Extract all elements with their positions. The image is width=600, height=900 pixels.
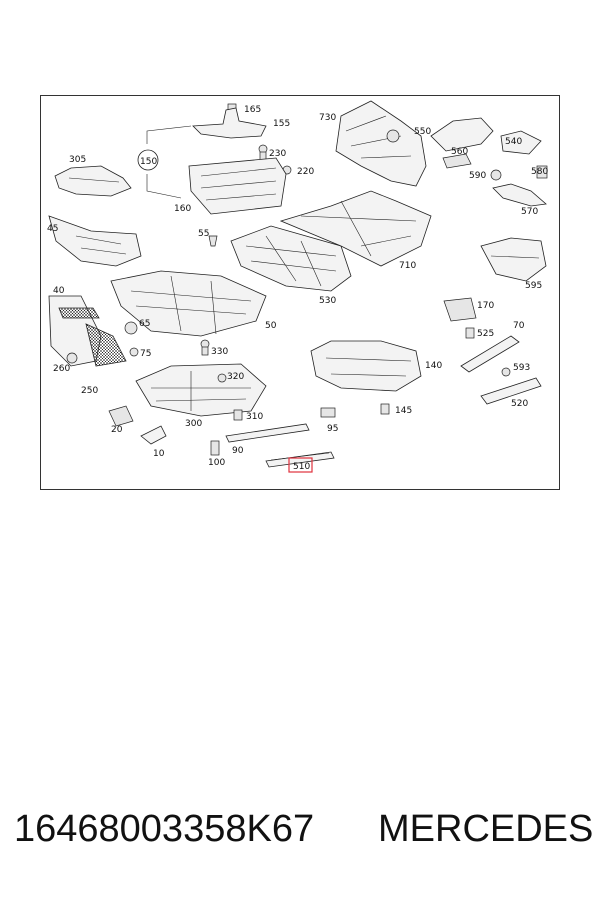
label-75: 75	[140, 349, 151, 359]
part-550-540	[430, 117, 548, 207]
part-20-10	[108, 405, 167, 445]
label-230: 230	[269, 149, 286, 159]
label-55: 55	[198, 229, 209, 239]
part-70	[460, 335, 520, 373]
part-100-90	[210, 423, 310, 456]
part-730	[335, 100, 427, 187]
product-caption: 16468003358K67 MERCEDES	[0, 808, 600, 858]
label-710: 710	[399, 261, 416, 271]
label-570: 570	[521, 207, 538, 217]
part-595	[480, 237, 547, 282]
part-40-250-260	[48, 295, 139, 367]
part-number: 16468003358K67	[14, 808, 315, 850]
label-70: 70	[513, 321, 525, 331]
label-65: 65	[139, 319, 150, 329]
label-50: 50	[265, 321, 277, 331]
part-170-525	[443, 297, 477, 339]
label-250: 250	[81, 386, 98, 396]
label-150: 150	[140, 157, 157, 167]
label-595: 595	[525, 281, 542, 291]
part-510	[265, 451, 335, 468]
label-550: 550	[414, 127, 431, 137]
part-330	[200, 339, 210, 356]
label-10: 10	[153, 449, 165, 459]
label-730: 730	[319, 113, 336, 123]
part-305	[54, 165, 132, 197]
label-560: 560	[451, 147, 468, 157]
label-145: 145	[395, 406, 412, 416]
part-710	[279, 190, 432, 267]
label-590: 590	[469, 171, 486, 181]
label-220: 220	[297, 167, 314, 177]
label-100: 100	[208, 458, 225, 468]
label-160: 160	[174, 204, 191, 214]
small-clips	[233, 403, 390, 421]
part-45	[48, 215, 142, 267]
label-305: 305	[69, 155, 86, 165]
label-90: 90	[232, 446, 244, 456]
part-300	[135, 363, 267, 417]
label-540: 540	[505, 137, 522, 147]
label-140: 140	[425, 361, 442, 371]
label-155: 155	[273, 119, 290, 129]
label-40: 40	[53, 286, 65, 296]
label-530: 530	[319, 296, 336, 306]
label-45: 45	[47, 224, 58, 234]
highlight-box-510	[288, 457, 313, 473]
label-525: 525	[477, 329, 494, 339]
label-20: 20	[111, 425, 123, 435]
label-520: 520	[511, 399, 528, 409]
label-170: 170	[477, 301, 494, 311]
label-260: 260	[53, 364, 70, 374]
label-300: 300	[185, 419, 202, 429]
label-510: 510	[293, 462, 310, 472]
part-530	[230, 225, 352, 292]
part-593-520	[480, 367, 542, 405]
exploded-view-illustration: 165 155 730 550 540 305 150 230 220 560 …	[47, 100, 548, 473]
label-320: 320	[227, 372, 244, 382]
label-580: 580	[531, 167, 548, 177]
part-50	[110, 270, 267, 337]
part-55	[208, 235, 218, 247]
part-140	[310, 340, 422, 392]
part-group-150	[137, 103, 292, 215]
brand-name: MERCEDES	[378, 808, 594, 850]
parts-diagram: 165 155 730 550 540 305 150 230 220 560 …	[40, 95, 560, 490]
label-95: 95	[327, 424, 338, 434]
label-165: 165	[244, 105, 261, 115]
label-593: 593	[513, 363, 530, 373]
label-330: 330	[211, 347, 228, 357]
label-310: 310	[246, 412, 263, 422]
